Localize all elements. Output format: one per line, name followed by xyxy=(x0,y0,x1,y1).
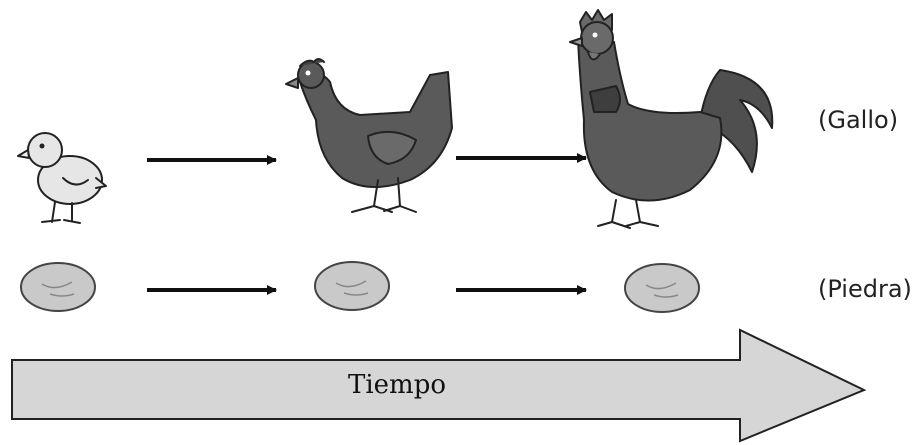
rooster-icon xyxy=(569,9,774,229)
chick-icon xyxy=(17,132,107,224)
timeline-label: Tiempo xyxy=(348,370,446,400)
stone-icon xyxy=(314,261,390,311)
rooster-row-label: (Gallo) xyxy=(818,106,899,134)
stone-icon xyxy=(624,263,700,313)
timeline-arrow xyxy=(11,328,867,443)
stone-icon xyxy=(20,262,96,312)
stone-row-label: (Piedra) xyxy=(818,275,912,303)
hen-icon xyxy=(285,58,453,213)
